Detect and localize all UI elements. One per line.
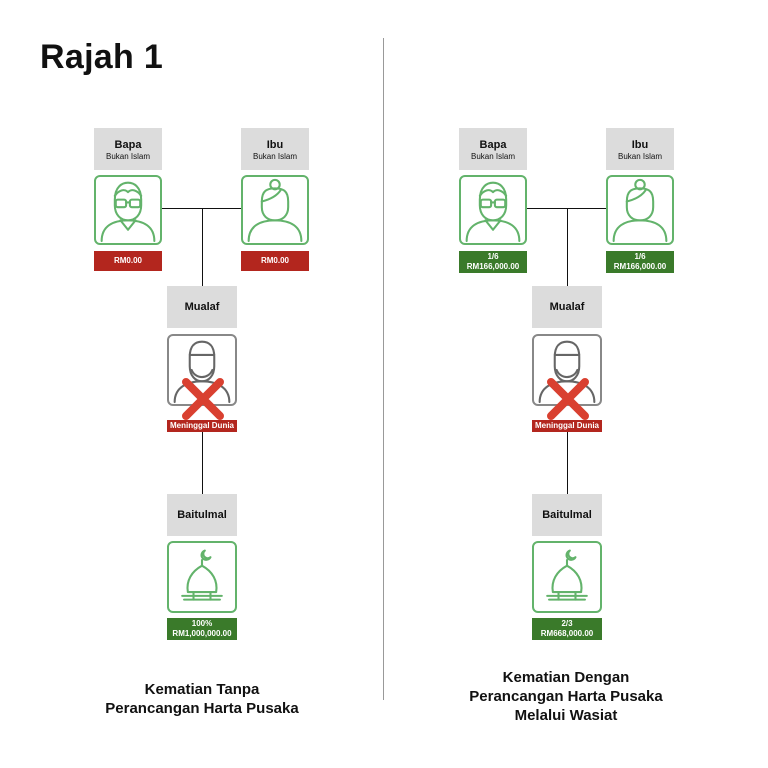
mother-avatar [241,175,309,245]
baitulmal-share-fraction: 100% [191,619,213,628]
mosque-icon [532,541,602,613]
parent-to-convert-line [202,208,203,286]
father-label-box: Bapa Bukan Islam [459,128,527,170]
father-avatar [459,175,527,245]
page-title: Rajah 1 [40,38,164,76]
right-caption-line3: Melalui Wasiat [514,707,618,724]
mother-label: Ibu [266,139,284,151]
convert-to-baitulmal-line [567,432,568,494]
left-caption: Kematian Tanpa Perancangan Harta Pusaka [72,680,332,718]
mother-avatar [606,175,674,245]
right-caption-line1: Kematian Dengan [502,669,630,686]
father-label: Bapa [479,139,507,151]
baitulmal-share-amount: RM1,000,000.00 [172,629,232,638]
mother-label-box: Ibu Bukan Islam [241,128,309,170]
father-avatar [94,175,162,245]
right-caption: Kematian Dengan Perancangan Harta Pusaka… [430,668,702,725]
convert-status-tag: Meninggal Dunia [167,420,237,432]
father-share-tag: RM0.00 [94,251,162,271]
mother-sub-label: Bukan Islam [252,152,298,161]
mother-share-amount: RM166,000.00 [613,262,667,271]
baitulmal-share-amount: RM668,000.00 [540,629,594,638]
mother-label-box: Ibu Bukan Islam [606,128,674,170]
baitulmal-share-tag: 2/3 RM668,000.00 [532,618,602,640]
father-share-amount: RM166,000.00 [466,262,520,271]
baitulmal-label: Baitulmal [177,509,227,521]
convert-to-baitulmal-line [202,432,203,494]
left-caption-line2: Perancangan Harta Pusaka [105,700,299,717]
mother-share-tag: RM0.00 [241,251,309,271]
parent-to-convert-line [567,208,568,286]
convert-label-box: Mualaf [167,286,237,328]
father-share-fraction: 1/6 [487,252,499,261]
father-label: Bapa [114,139,142,151]
baitulmal-share-tag: 100% RM1,000,000.00 [167,618,237,640]
mother-sub-label: Bukan Islam [617,152,663,161]
left-caption-line1: Kematian Tanpa [144,681,260,698]
baitulmal-share-fraction: 2/3 [561,619,573,628]
father-sub-label: Bukan Islam [470,152,516,161]
cross-icon [182,378,224,420]
father-label-box: Bapa Bukan Islam [94,128,162,170]
father-sub-label: Bukan Islam [105,152,151,161]
father-share-amount: RM0.00 [113,256,142,265]
convert-status-tag: Meninggal Dunia [532,420,602,432]
father-share-tag: 1/6 RM166,000.00 [459,251,527,273]
right-caption-line2: Perancangan Harta Pusaka [469,688,663,705]
convert-label: Mualaf [549,301,585,313]
cross-icon [547,378,589,420]
baitulmal-label-box: Baitulmal [532,494,602,536]
mother-share-fraction: 1/6 [634,252,646,261]
mother-label: Ibu [631,139,649,151]
divider [383,38,384,700]
convert-label: Mualaf [184,301,220,313]
convert-label-box: Mualaf [532,286,602,328]
mother-share-tag: 1/6 RM166,000.00 [606,251,674,273]
mosque-icon [167,541,237,613]
baitulmal-label-box: Baitulmal [167,494,237,536]
baitulmal-label: Baitulmal [542,509,592,521]
mother-share-amount: RM0.00 [260,256,289,265]
